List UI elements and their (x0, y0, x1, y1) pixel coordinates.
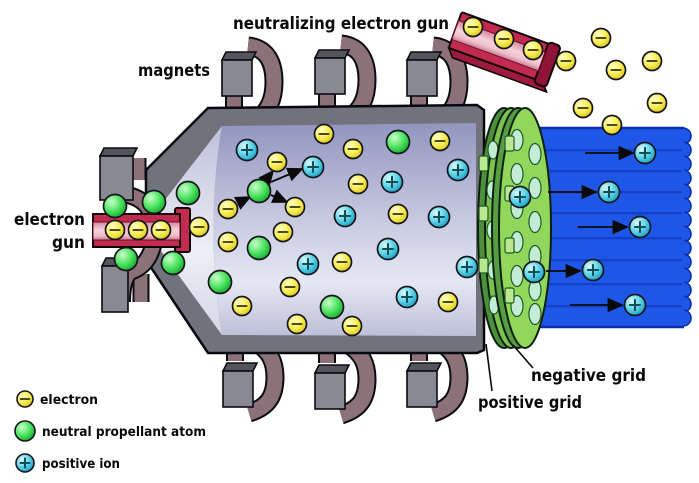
neutral-atom-particle (160, 250, 186, 276)
legend: electron neutral propellant atom positiv… (14, 390, 206, 473)
positive-ion-particle (633, 141, 657, 165)
electron-particle (493, 28, 515, 50)
legend-neutral-atom-label: neutral propellant atom (42, 424, 206, 440)
positive-ion-particle (628, 215, 652, 239)
electron-particle (217, 231, 239, 253)
electron-particle (429, 130, 451, 152)
electron-particle (342, 138, 364, 160)
electron-gun-label-line1: electron (14, 210, 85, 230)
neutral-atom-particle (246, 235, 272, 261)
positive-ion-particle (623, 293, 647, 317)
neutral-atom-legend-swatch (14, 420, 36, 442)
positive-ion-particle (380, 170, 404, 194)
electron-particle (231, 295, 253, 317)
neutral-atom-particle (113, 246, 139, 272)
negative-grid-leader-line (512, 344, 534, 369)
collision-arrow (258, 169, 275, 187)
magnet-top-1-block (220, 51, 258, 97)
positive-ion-particle (581, 258, 605, 282)
legend-item-positive-ion: positive ion (15, 453, 120, 473)
particles-layer (102, 16, 668, 337)
positive-ion-particle (301, 155, 325, 179)
collision-arrow (270, 189, 289, 203)
negative-grid-label: negative grid (531, 366, 646, 386)
neutral-atom-particle (246, 178, 272, 204)
discharge-chamber (144, 103, 486, 355)
magnet-top-2-block (313, 49, 351, 95)
arrows-layer (233, 145, 635, 313)
electron-particle (188, 216, 210, 238)
collision-arrow (270, 167, 304, 183)
positive-ion-particle (446, 158, 470, 182)
electron-particle (605, 59, 627, 81)
electron-particle (522, 39, 544, 61)
positive-ion-particle (455, 255, 479, 279)
electron-particle (646, 92, 668, 114)
electron-particle (150, 219, 172, 241)
collision-arrow (233, 196, 252, 210)
grids (477, 107, 552, 349)
neutral-atom-particle (141, 189, 167, 215)
leader-lines (485, 343, 534, 392)
electron-particle (387, 203, 409, 225)
neutral-atom-particle (385, 129, 411, 155)
electron-particle (279, 276, 301, 298)
electron-particle (127, 219, 149, 241)
positive-ion-particle (427, 205, 451, 229)
electron-particle (331, 251, 353, 273)
electron-particle (437, 291, 459, 313)
electron-particle (266, 151, 288, 173)
magnet-bottom-3-block (405, 362, 443, 408)
positive-grid-label: positive grid (478, 393, 582, 413)
electron-particle (217, 198, 239, 220)
magnet-left-bottom (100, 239, 163, 313)
chamber-interior (213, 123, 476, 336)
positive-ion-particle (235, 138, 259, 162)
electron-particle (555, 50, 577, 72)
electron-particle (572, 97, 594, 119)
electron-particle (601, 114, 623, 136)
electron-gun-label-line2: gun (52, 233, 85, 253)
magnet-top-3-block (405, 51, 443, 97)
electron-particle (272, 221, 294, 243)
electron-particle (341, 315, 363, 337)
neutral-atom-particle (175, 180, 201, 206)
positive-ion-particle (508, 185, 532, 209)
magnet-bottom-1-block (221, 362, 259, 408)
electron-particle (590, 27, 612, 49)
magnet-blocks (220, 49, 443, 410)
electron-particle (313, 123, 335, 145)
positive-ion-particle (395, 285, 419, 309)
magnets-label: magnets (138, 61, 210, 81)
neutralizing-electron-gun-label: neutralizing electron gun (233, 14, 449, 34)
legend-electron-label: electron (40, 392, 98, 408)
labels: neutralizing electron gun magnets electr… (14, 14, 646, 413)
legend-item-neutral-atom: neutral propellant atom (14, 420, 206, 442)
electron-particle (104, 219, 126, 241)
neutral-atom-particle (207, 269, 233, 295)
electron-particle (462, 16, 484, 38)
legend-positive-ion-label: positive ion (42, 456, 120, 472)
positive-ion-particle (296, 252, 320, 276)
neutral-atom-particle (102, 193, 128, 219)
legend-item-electron: electron (16, 390, 98, 408)
electron-particle (286, 313, 308, 335)
positive-grid-leader-line (485, 343, 493, 392)
positive-ion-particle (376, 237, 400, 261)
positive-ion-particle (597, 180, 621, 204)
neutral-atom-particle (319, 294, 345, 320)
positive-ion-particle (333, 204, 357, 228)
electron-particle (284, 196, 306, 218)
electron-particle (347, 173, 369, 195)
magnet-bottom-2-block (313, 364, 351, 410)
positive-ion-particle (522, 260, 546, 284)
electron-particle (641, 50, 663, 72)
